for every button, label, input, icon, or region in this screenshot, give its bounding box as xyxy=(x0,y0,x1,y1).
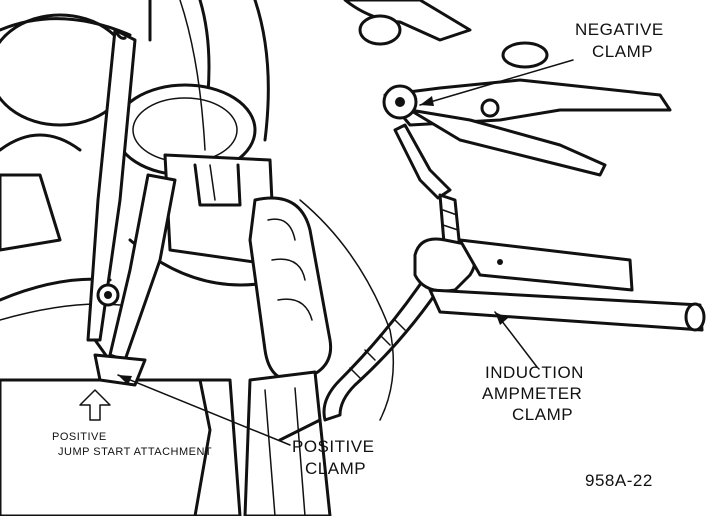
negative-clamp-label-2: CLAMP xyxy=(592,42,653,61)
negative-leader xyxy=(419,59,574,106)
leader-lines xyxy=(117,59,574,446)
jumper-cable xyxy=(278,199,447,442)
jump-box-label: POSITIVE JUMP START ATTACHMENT xyxy=(52,389,212,458)
induction-arrowhead xyxy=(495,312,508,325)
positive-clamp-label-1: POSITIVE xyxy=(292,437,374,456)
jump-box-subtitle: JUMP START ATTACHMENT xyxy=(58,446,212,458)
positive-clamp-label-2: CLAMP xyxy=(305,459,366,478)
positive-arrowhead xyxy=(118,375,132,385)
induction-label-1: INDUCTION xyxy=(485,363,584,382)
positive-leader xyxy=(117,374,291,446)
jump-box-brand: POSITIVE xyxy=(52,431,107,443)
engine-hoses xyxy=(0,196,333,516)
negative-arrowhead xyxy=(420,96,434,106)
negative-clamp-label-1: NEGATIVE xyxy=(575,20,664,39)
engine-background xyxy=(0,0,282,321)
induction-ammeter-clamp xyxy=(413,237,706,332)
induction-label-2: AMPMETER xyxy=(482,384,582,403)
positive-clamp xyxy=(86,28,177,387)
induction-label-3: CLAMP xyxy=(512,405,573,424)
figure-id: 958A-22 xyxy=(585,471,653,490)
positive-cable-top xyxy=(179,0,206,151)
negative-clamp xyxy=(343,0,672,257)
